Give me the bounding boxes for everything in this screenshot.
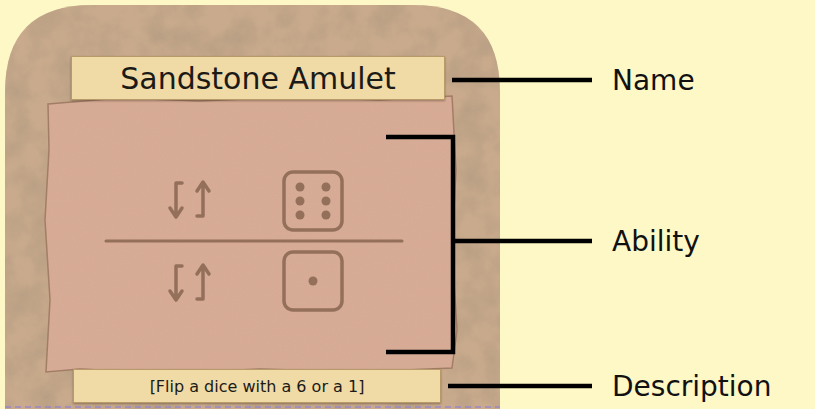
- name-plate-text: Sandstone Amulet: [120, 61, 396, 96]
- callout-label: Name: [612, 64, 695, 97]
- die-six: [284, 172, 342, 230]
- leader-line: [453, 239, 592, 244]
- name-plate: Sandstone Amulet: [71, 56, 445, 100]
- card-body: [5, 5, 500, 409]
- die-pips: [296, 183, 331, 286]
- callout-label: Description: [612, 370, 771, 403]
- flip-icon: [197, 265, 209, 299]
- flip-icon: [197, 182, 209, 216]
- die-one: [284, 252, 342, 310]
- leader-line: [452, 78, 592, 83]
- panel-texture: [45, 96, 457, 373]
- callout-label: Ability: [612, 225, 700, 258]
- leader-lines: [386, 80, 592, 386]
- leader-line: [448, 384, 592, 389]
- description-plate-text: [Flip a dice with a 6 or a 1]: [150, 377, 365, 396]
- divider-line: [106, 240, 402, 243]
- ability-panel: [45, 96, 457, 373]
- bracket: [386, 137, 453, 352]
- flip-icon: [170, 266, 182, 300]
- ability-symbols: [106, 172, 402, 310]
- description-plate: [Flip a dice with a 6 or a 1]: [73, 369, 441, 403]
- stone-texture: [5, 5, 500, 409]
- flip-icon: [170, 183, 182, 217]
- dashed-edge: [5, 406, 500, 408]
